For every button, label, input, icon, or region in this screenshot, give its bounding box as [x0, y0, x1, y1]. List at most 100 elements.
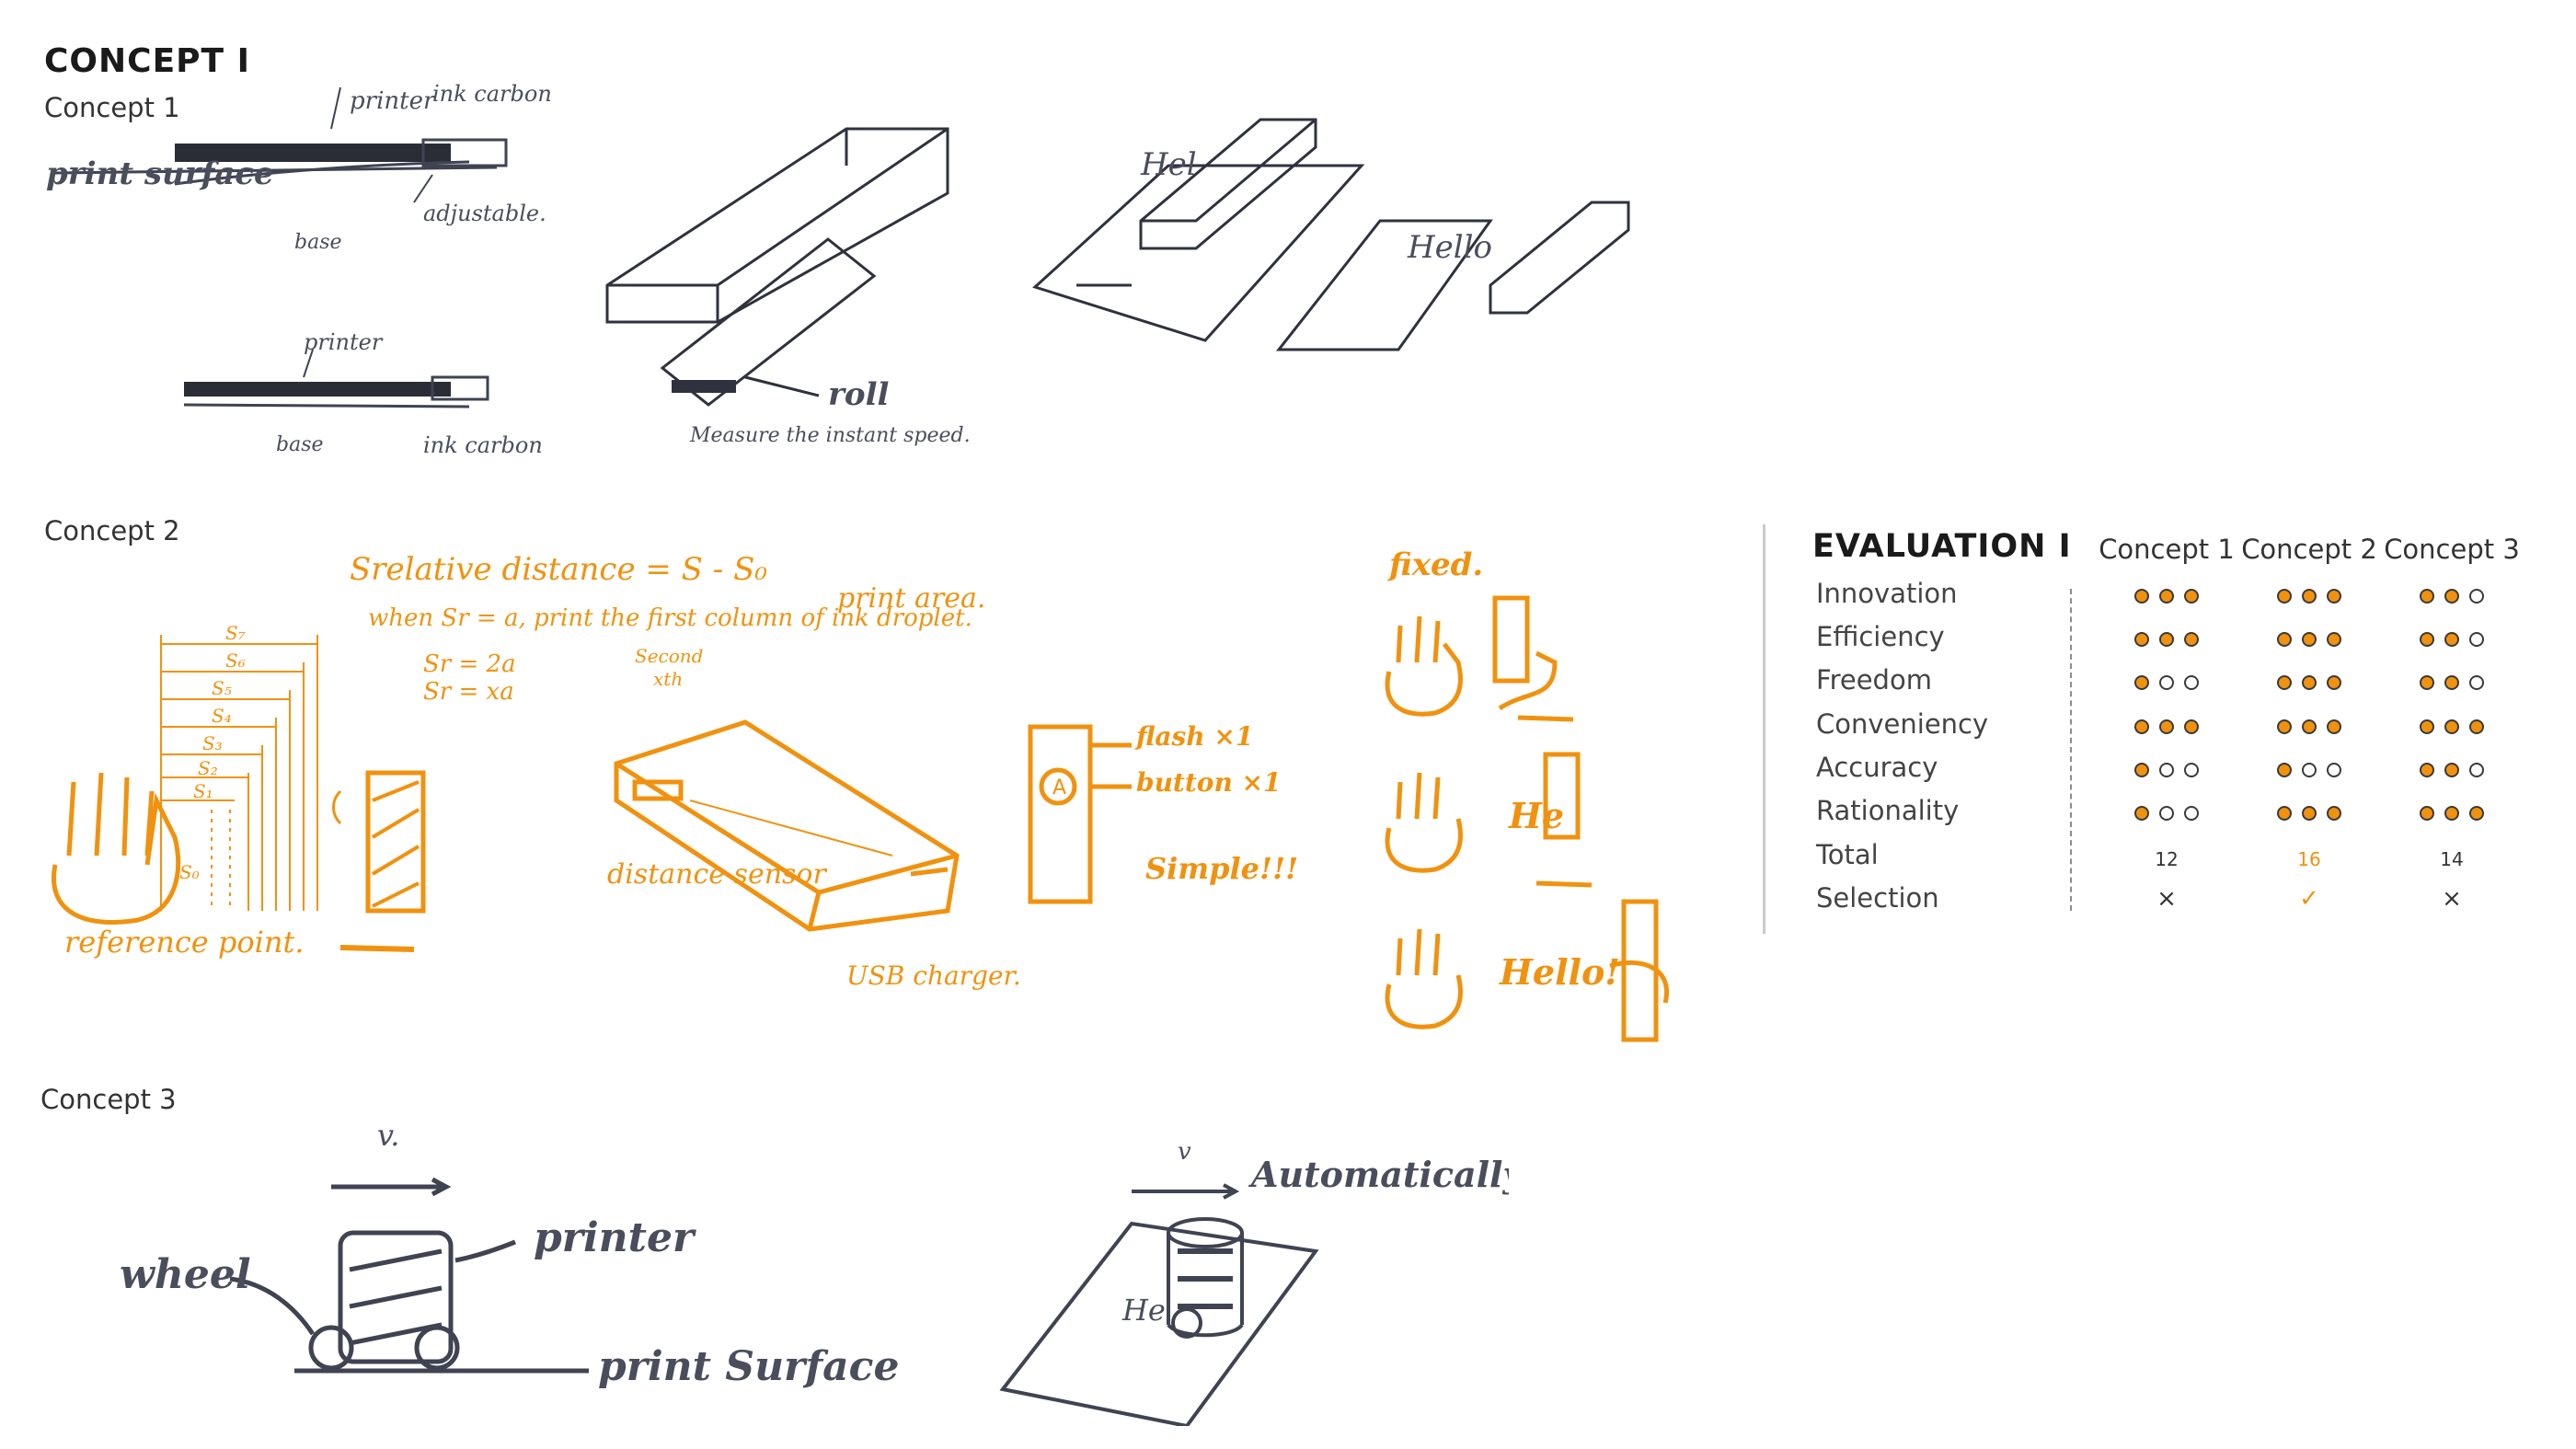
total-concept-2: 16	[2231, 848, 2387, 870]
annotation-ink-carbon-2: ink carbon	[423, 432, 543, 458]
filled-dot-icon	[2469, 806, 2484, 821]
annotation-second: Second	[635, 645, 703, 667]
annotation-button: button ×1	[1136, 767, 1282, 798]
filled-dot-icon	[2420, 589, 2434, 604]
filled-dot-icon	[2184, 589, 2199, 604]
filled-dot-icon	[2134, 632, 2149, 647]
total-label: Total	[1816, 839, 1879, 870]
button-a-label: A	[1052, 776, 1066, 799]
filled-dot-icon	[2302, 589, 2317, 604]
annotation-relative-distance: Srelative distance = S - S₀	[350, 551, 767, 588]
concept-2-front-view	[1030, 727, 1132, 902]
criterion-accuracy: Accuracy	[1816, 752, 1938, 783]
score-conveniency-concept-2	[2231, 719, 2387, 734]
score-innovation-concept-2	[2231, 589, 2387, 604]
filled-dot-icon	[2277, 675, 2292, 690]
filled-dot-icon	[2420, 632, 2434, 647]
label-s1: S₁	[193, 780, 213, 802]
score-innovation-concept-1	[2088, 589, 2245, 604]
annotation-xth: xth	[653, 668, 683, 690]
filled-dot-icon	[2159, 589, 2174, 604]
filled-dot-icon	[2184, 719, 2199, 734]
annotation-print-surface: print Surface	[598, 1343, 899, 1390]
annotation-ink-carbon: ink carbon	[432, 81, 552, 107]
filled-dot-icon	[2277, 806, 2292, 821]
eval-column-concept-3: Concept 3	[2374, 534, 2530, 565]
label-s6: S₆	[225, 650, 246, 672]
annotation-fixed: fixed.	[1386, 546, 1483, 583]
annotation-print-area: print area.	[837, 582, 985, 615]
score-rationality-concept-2	[2231, 806, 2387, 821]
criterion-innovation: Innovation	[1816, 578, 1958, 609]
filled-dot-icon	[2327, 675, 2341, 690]
filled-dot-icon	[2420, 719, 2434, 734]
annotation-printer-2: printer	[304, 329, 384, 355]
concept-3-sketches: v. printer wheel print Surface v Automat…	[37, 1113, 1509, 1426]
filled-dot-icon	[2277, 719, 2292, 734]
filled-dot-icon	[2327, 719, 2341, 734]
concept-2-device-3d	[616, 722, 957, 929]
selection-concept-1-cross-icon: ×	[2088, 885, 2245, 913]
annotation-wheel: wheel	[120, 1251, 251, 1298]
concept-1-printing-demo	[1035, 120, 1628, 350]
criterion-efficiency: Efficiency	[1816, 621, 1945, 652]
filled-dot-icon	[2327, 632, 2341, 647]
annotation-he: He	[1508, 795, 1564, 836]
criterion-conveniency: Conveniency	[1816, 708, 1988, 740]
label-s4: S₄	[212, 705, 232, 727]
filled-dot-icon	[2134, 806, 2149, 821]
filled-dot-icon	[2420, 806, 2434, 821]
annotation-automatically: Automatically	[1248, 1154, 1509, 1195]
filled-dot-icon	[2302, 719, 2317, 734]
empty-dot-icon	[2327, 763, 2341, 777]
filled-dot-icon	[2444, 719, 2459, 734]
annotation-v: v.	[377, 1118, 399, 1153]
filled-dot-icon	[2420, 675, 2434, 690]
label-s0: S₀	[179, 861, 200, 883]
score-freedom-concept-3	[2374, 675, 2530, 690]
concept-3-wheeled-printer	[230, 1179, 589, 1371]
empty-dot-icon	[2469, 763, 2484, 777]
criterion-freedom: Freedom	[1816, 664, 1932, 696]
score-efficiency-concept-3	[2374, 632, 2530, 647]
empty-dot-icon	[2302, 763, 2317, 777]
annotation-hel: Hel	[1140, 146, 1197, 183]
filled-dot-icon	[2444, 763, 2459, 777]
filled-dot-icon	[2159, 632, 2174, 647]
filled-dot-icon	[2327, 589, 2341, 604]
evaluation-divider	[1763, 524, 1765, 934]
empty-dot-icon	[2469, 675, 2484, 690]
annotation-measure-speed: Measure the instant speed.	[689, 424, 971, 447]
score-accuracy-concept-3	[2374, 763, 2530, 777]
filled-dot-icon	[2134, 763, 2149, 777]
annotation-hello-exclaim: Hello!	[1499, 951, 1620, 993]
filled-dot-icon	[2277, 589, 2292, 604]
filled-dot-icon	[2302, 675, 2317, 690]
evaluation-dashed-separator	[2070, 589, 2072, 911]
eval-column-concept-1: Concept 1	[2088, 534, 2245, 565]
filled-dot-icon	[2134, 675, 2149, 690]
selection-concept-2-check-icon: ✓	[2231, 885, 2387, 913]
concept-2-device-side	[334, 773, 424, 949]
label-s2: S₂	[198, 757, 218, 779]
filled-dot-icon	[2469, 719, 2484, 734]
annotation-adjustable: adjustable.	[423, 201, 546, 226]
filled-dot-icon	[2184, 632, 2199, 647]
label-s7: S₇	[225, 622, 246, 644]
empty-dot-icon	[2469, 632, 2484, 647]
filled-dot-icon	[2134, 719, 2149, 734]
filled-dot-icon	[2302, 632, 2317, 647]
filled-dot-icon	[2327, 806, 2341, 821]
label-s3: S₃	[202, 732, 223, 754]
selection-label: Selection	[1816, 882, 1939, 914]
annotation-base: base	[294, 231, 342, 254]
empty-dot-icon	[2184, 675, 2199, 690]
reference-hand-icon	[53, 773, 178, 923]
selection-concept-3-cross-icon: ×	[2374, 885, 2530, 913]
score-conveniency-concept-3	[2374, 719, 2530, 734]
annotation-distance-sensor: distance sensor	[607, 858, 827, 891]
annotation-sr-2a: Sr = 2a	[423, 650, 516, 678]
score-accuracy-concept-2	[2231, 763, 2387, 777]
empty-dot-icon	[2469, 589, 2484, 604]
filled-dot-icon	[2277, 632, 2292, 647]
